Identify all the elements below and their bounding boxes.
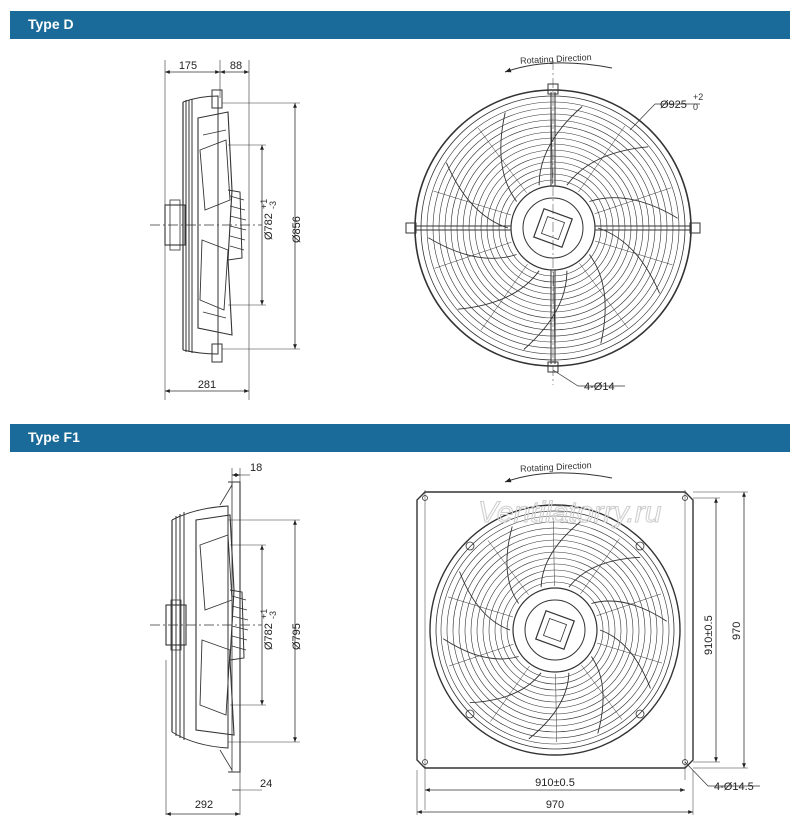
guard-spoke bbox=[596, 593, 662, 617]
fan-blade bbox=[469, 672, 542, 704]
guard-ring bbox=[458, 533, 652, 727]
dim-782-type-d: Ø782 +1 -3 bbox=[259, 199, 278, 240]
guard-spoke bbox=[594, 240, 673, 266]
fan-blade bbox=[528, 672, 570, 740]
fan-blade bbox=[591, 656, 604, 734]
fan-blade bbox=[538, 106, 583, 186]
guard-spoke bbox=[555, 673, 557, 743]
dim-970-vertical: 970 bbox=[731, 622, 743, 640]
guard-spoke bbox=[434, 241, 512, 269]
watermark: Ventilatorry.ru bbox=[478, 496, 662, 529]
dim-795: Ø795 bbox=[291, 623, 303, 650]
guard-ring bbox=[500, 575, 610, 685]
svg-text:-3: -3 bbox=[268, 611, 278, 619]
fan-blade bbox=[523, 270, 568, 350]
guard-ring bbox=[446, 521, 664, 739]
dim-175: 175 bbox=[179, 60, 197, 72]
dim-910-vertical: 910±0.5 bbox=[703, 615, 715, 655]
fan-blade bbox=[457, 270, 540, 310]
dim-782-type-f1: Ø782 +1 -3 bbox=[259, 609, 278, 650]
guard-spoke bbox=[448, 643, 514, 667]
fan-blade bbox=[589, 197, 678, 219]
svg-text:0: 0 bbox=[693, 102, 698, 112]
fan-blade bbox=[540, 520, 582, 588]
guard-spoke bbox=[578, 125, 626, 193]
dim-holes-d: 4-Ø14 bbox=[584, 381, 615, 393]
guard-ring bbox=[482, 557, 628, 703]
guard-spoke bbox=[550, 102, 553, 185]
guard-ring bbox=[470, 545, 640, 715]
type-f1-side-view bbox=[150, 468, 300, 816]
svg-text:Ø782: Ø782 bbox=[263, 213, 275, 240]
section-header-type-f1: Type F1 bbox=[10, 424, 790, 452]
guard-ring bbox=[476, 551, 634, 709]
guard-spoke bbox=[594, 187, 672, 215]
guard-ring bbox=[464, 539, 646, 721]
guard-spoke bbox=[579, 263, 629, 329]
guard-spoke bbox=[480, 263, 528, 331]
guard-ring bbox=[452, 527, 658, 733]
rotating-direction-label: Rotating Direction bbox=[520, 460, 592, 474]
svg-text:+2: +2 bbox=[693, 92, 703, 102]
section-title: Type F1 bbox=[28, 429, 80, 445]
section-title: Type D bbox=[28, 16, 74, 32]
fan-blade bbox=[428, 237, 517, 259]
svg-text:-3: -3 bbox=[268, 201, 278, 209]
fan-blade bbox=[568, 556, 641, 588]
guard-ring bbox=[494, 569, 616, 691]
fan-blade bbox=[591, 600, 667, 622]
dim-281: 281 bbox=[198, 379, 216, 391]
guard-spoke bbox=[580, 538, 620, 595]
svg-text:Ø925: Ø925 bbox=[660, 99, 687, 111]
fan-blade bbox=[459, 571, 511, 631]
svg-text:+1: +1 bbox=[259, 199, 269, 209]
dim-970-horizontal: 970 bbox=[546, 799, 564, 811]
guard-spoke bbox=[490, 665, 530, 722]
guard-ring bbox=[440, 515, 670, 745]
fan-blade bbox=[445, 162, 509, 229]
guard-ring bbox=[488, 563, 622, 697]
type-d-side-view bbox=[150, 60, 300, 400]
fan-blade bbox=[589, 254, 606, 344]
dim-925: Ø925 +2 0 bbox=[660, 92, 703, 112]
guard-spoke bbox=[433, 190, 512, 216]
guard-spoke bbox=[553, 271, 556, 354]
dim-856: Ø856 bbox=[291, 216, 303, 243]
guard-spoke bbox=[553, 517, 555, 587]
section-header-type-d: Type D bbox=[10, 11, 790, 39]
fan-blade bbox=[566, 146, 649, 186]
guard-spoke bbox=[477, 127, 527, 193]
dim-18: 18 bbox=[250, 462, 262, 474]
dim-24: 24 bbox=[260, 778, 272, 790]
dim-88: 88 bbox=[230, 60, 242, 72]
fan-blade bbox=[506, 526, 519, 604]
fan-blade bbox=[599, 629, 651, 689]
fan-blade bbox=[443, 638, 519, 660]
guard-ring bbox=[506, 581, 604, 679]
guard-spoke bbox=[447, 596, 514, 618]
svg-text:Ø782: Ø782 bbox=[263, 623, 275, 650]
dim-292: 292 bbox=[195, 799, 213, 811]
dim-910-horizontal: 910±0.5 bbox=[535, 777, 575, 789]
rotating-direction-label: Rotating Direction bbox=[520, 52, 592, 66]
fan-blade bbox=[597, 227, 661, 294]
guard-spoke bbox=[487, 540, 529, 595]
fan-blade bbox=[500, 112, 517, 202]
type-f1-front-view bbox=[416, 472, 760, 815]
svg-text:+1: +1 bbox=[259, 609, 269, 619]
guard-spoke bbox=[596, 642, 663, 664]
type-d-front-view bbox=[405, 60, 701, 387]
guard-spoke bbox=[581, 665, 623, 720]
dim-holes-f1: 4-Ø14.5 bbox=[714, 781, 754, 793]
